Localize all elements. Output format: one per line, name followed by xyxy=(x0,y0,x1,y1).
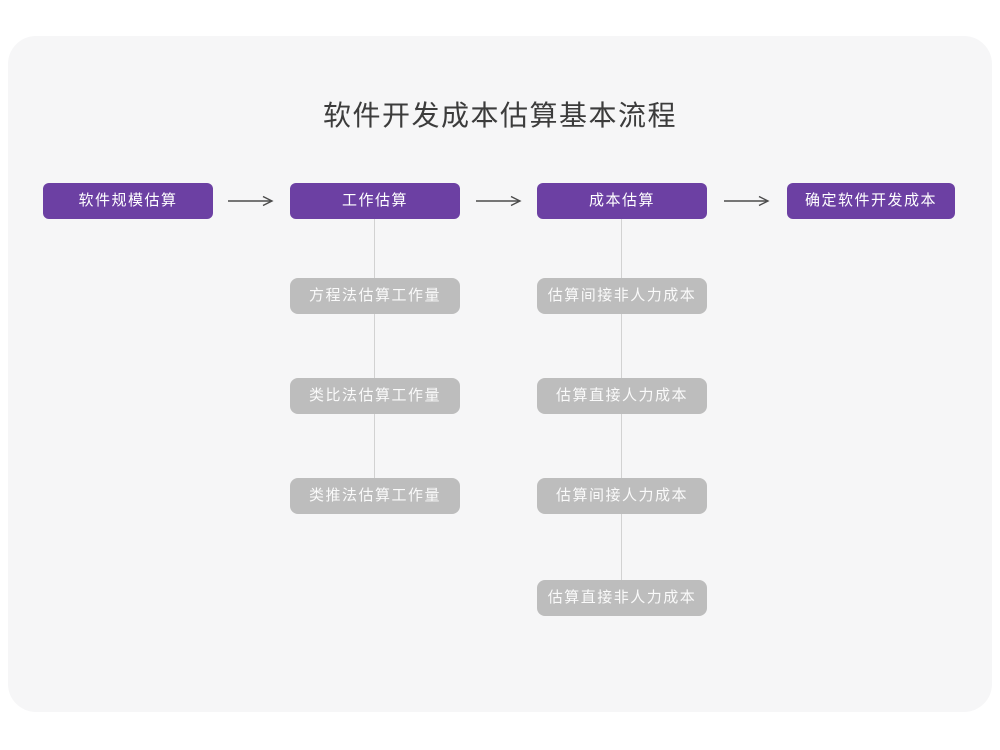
step-determine-development-cost: 确定软件开发成本 xyxy=(787,183,955,219)
method-equation-estimate-workload: 方程法估算工作量 xyxy=(290,278,460,314)
step-software-scale-estimation: 软件规模估算 xyxy=(43,183,213,219)
cost-direct-non-labor: 估算直接非人力成本 xyxy=(537,580,707,616)
diagram-title: 软件开发成本估算基本流程 xyxy=(322,100,677,131)
step-cost-estimation: 成本估算 xyxy=(537,183,707,219)
cost-indirect-labor: 估算间接人力成本 xyxy=(537,478,707,514)
cost-indirect-non-labor: 估算间接非人力成本 xyxy=(537,278,707,314)
connector-line-work-estimation xyxy=(374,219,375,481)
step-work-estimation: 工作估算 xyxy=(290,183,460,219)
arrow-right-icon xyxy=(228,195,274,207)
method-analogy-estimate-workload: 类比法估算工作量 xyxy=(290,378,460,414)
method-extrapolation-estimate-workload: 类推法估算工作量 xyxy=(290,478,460,514)
diagram-card xyxy=(8,36,992,712)
arrow-right-icon xyxy=(476,195,522,207)
arrow-right-icon xyxy=(724,195,770,207)
cost-direct-labor: 估算直接人力成本 xyxy=(537,378,707,414)
